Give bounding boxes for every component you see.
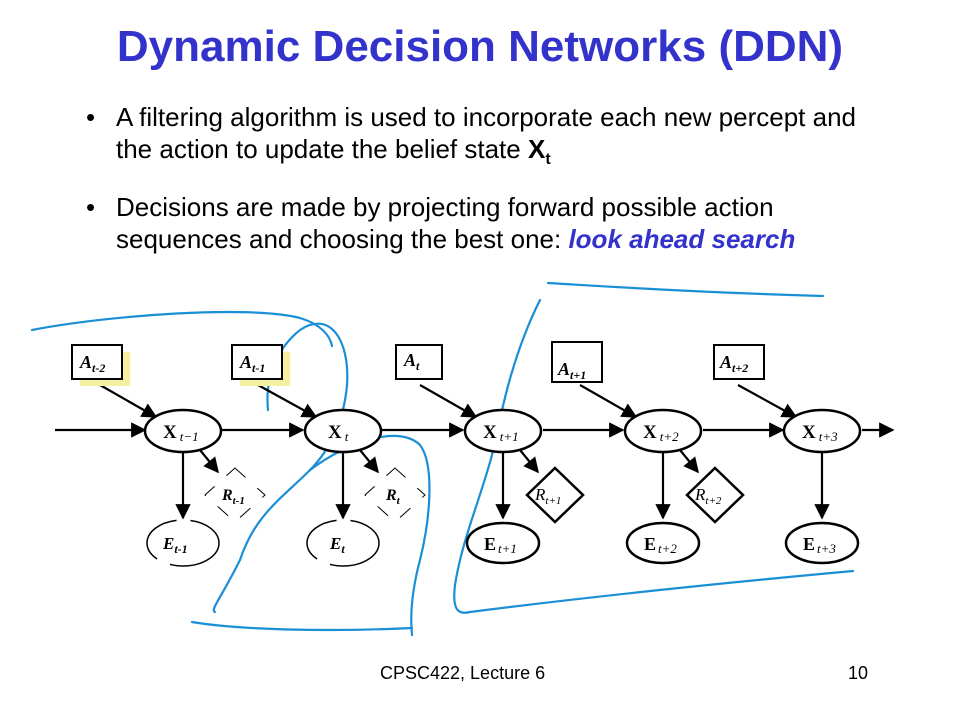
svg-text:Xt+1: Xt+1 xyxy=(483,422,519,444)
action-node-t-2: At-2 xyxy=(71,344,130,386)
belief-state-symbol: X xyxy=(527,134,546,164)
look-ahead-highlight: look ahead search xyxy=(568,224,796,254)
annotation-stroke xyxy=(468,569,855,614)
svg-text:Xt−1: Xt−1 xyxy=(163,422,199,444)
svg-text:Et: Et xyxy=(329,534,345,556)
reward-nodes: Rt-1 Rt Rt+1 Rt+2 xyxy=(204,466,745,524)
svg-text:Xt+3: Xt+3 xyxy=(802,422,838,444)
bullet-marker: • xyxy=(86,192,96,222)
annotation-stroke xyxy=(453,298,542,614)
svg-text:At-2: At-2 xyxy=(79,352,105,375)
hand-drawn-annotations xyxy=(30,281,855,637)
svg-text:Rt-1: Rt-1 xyxy=(221,487,245,507)
bullet-decisions: • Decisions are made by projecting forwa… xyxy=(86,191,866,255)
annotation-stroke xyxy=(30,310,334,348)
diagram-edges xyxy=(55,384,895,520)
svg-text:Rt+2: Rt+2 xyxy=(694,485,722,507)
svg-text:At+1: At+1 xyxy=(557,359,586,382)
svg-text:Et+3: Et+3 xyxy=(803,534,836,556)
action-nodes: At-2 At-1 At At+1 At+2 xyxy=(71,341,765,386)
action-node-t: At xyxy=(395,344,443,380)
svg-text:At: At xyxy=(403,350,420,373)
action-node-t+1: At+1 xyxy=(551,341,603,383)
svg-text:Rt+1: Rt+1 xyxy=(534,485,561,507)
svg-text:Xt+2: Xt+2 xyxy=(643,422,679,444)
bullet-text: Decisions are made by projecting forward… xyxy=(116,192,774,254)
reward-node-t: Rt xyxy=(364,467,426,523)
svg-text:Et-1: Et-1 xyxy=(162,534,188,556)
reward-node-t+2: Rt+2 xyxy=(685,466,745,524)
evidence-node-t: Et xyxy=(306,519,380,567)
reward-node-t-1: Rt-1 xyxy=(204,467,266,523)
annotation-stroke xyxy=(190,620,414,632)
bullet-filtering: • A filtering algorithm is used to incor… xyxy=(86,101,866,176)
footer-lecture: CPSC422, Lecture 6 xyxy=(380,663,546,683)
svg-text:Et+2: Et+2 xyxy=(644,534,677,556)
belief-state-subscript: t xyxy=(545,151,551,169)
action-node-t+2: At+2 xyxy=(713,344,765,380)
bullet-text: A filtering algorithm is used to incorpo… xyxy=(116,102,856,164)
bullet-marker: • xyxy=(86,102,96,132)
annotation-stroke xyxy=(546,281,825,298)
slide-number: 10 xyxy=(848,663,869,683)
svg-text:Rt: Rt xyxy=(385,487,401,507)
evidence-node-t-1: Et-1 xyxy=(146,519,220,567)
svg-text:At+2: At+2 xyxy=(719,352,748,375)
svg-text:Et+1: Et+1 xyxy=(484,534,517,556)
svg-text:Xt: Xt xyxy=(328,422,349,444)
slide-title: Dynamic Decision Networks (DDN) xyxy=(116,22,844,71)
action-node-t-1: At-1 xyxy=(231,344,290,386)
svg-text:At-1: At-1 xyxy=(239,352,265,375)
reward-node-t+1: Rt+1 xyxy=(525,466,585,524)
